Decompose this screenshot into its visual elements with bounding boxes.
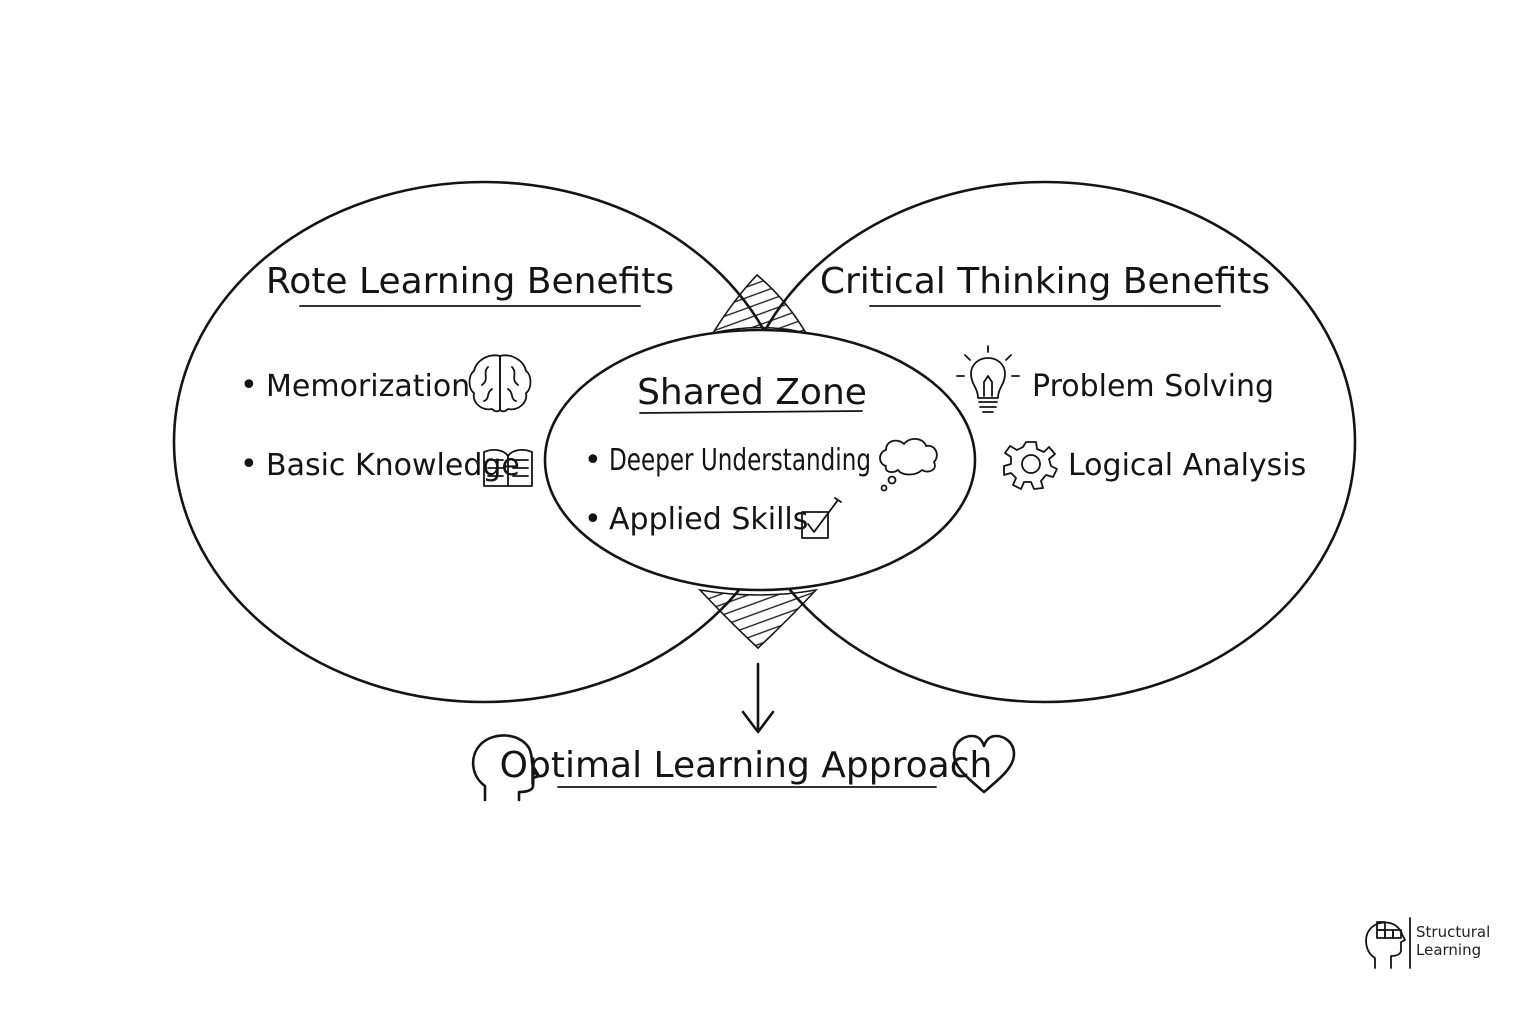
right-item-problem-solving: Problem Solving xyxy=(1032,369,1274,404)
shared-zone-title: Shared Zone xyxy=(637,372,867,413)
right-item-logical-analysis: Logical Analysis xyxy=(1068,448,1306,483)
result-label: Optimal Learning Approach xyxy=(500,745,993,786)
thought-cloud-icon xyxy=(879,438,938,492)
shared-title-underline xyxy=(639,410,863,414)
logo-line-1: Structural xyxy=(1416,923,1490,941)
overlap-hatch-bottom xyxy=(697,588,819,650)
left-bullet-2: • xyxy=(240,447,258,482)
down-arrow xyxy=(741,662,775,734)
structural-learning-logo: Structural Learning xyxy=(1365,917,1490,969)
head-profile-icon xyxy=(471,734,541,802)
shared-bullet-1: • xyxy=(584,443,602,478)
logo-head-icon xyxy=(1365,921,1406,969)
shared-item-deeper-understanding: Deeper Understanding xyxy=(609,443,871,478)
left-bullet-1: • xyxy=(240,368,258,403)
left-circle-title: Rote Learning Benefits xyxy=(266,261,674,302)
left-item-memorization: Memorization xyxy=(266,369,470,404)
right-circle-title: Critical Thinking Benefits xyxy=(820,261,1270,302)
left-item-basic-knowledge: Basic Knowledge xyxy=(266,448,520,483)
shared-zone-ellipse xyxy=(543,328,977,592)
heart-icon xyxy=(952,734,1016,794)
shared-bullet-2: • xyxy=(584,502,602,537)
gear-icon xyxy=(1003,441,1058,490)
checkbox-check-icon xyxy=(801,497,842,539)
brain-icon xyxy=(468,354,532,413)
lightbulb-icon xyxy=(956,345,1020,413)
shared-item-applied-skills: Applied Skills xyxy=(609,502,808,537)
logo-line-2: Learning xyxy=(1416,941,1481,959)
open-book-icon xyxy=(483,449,533,487)
